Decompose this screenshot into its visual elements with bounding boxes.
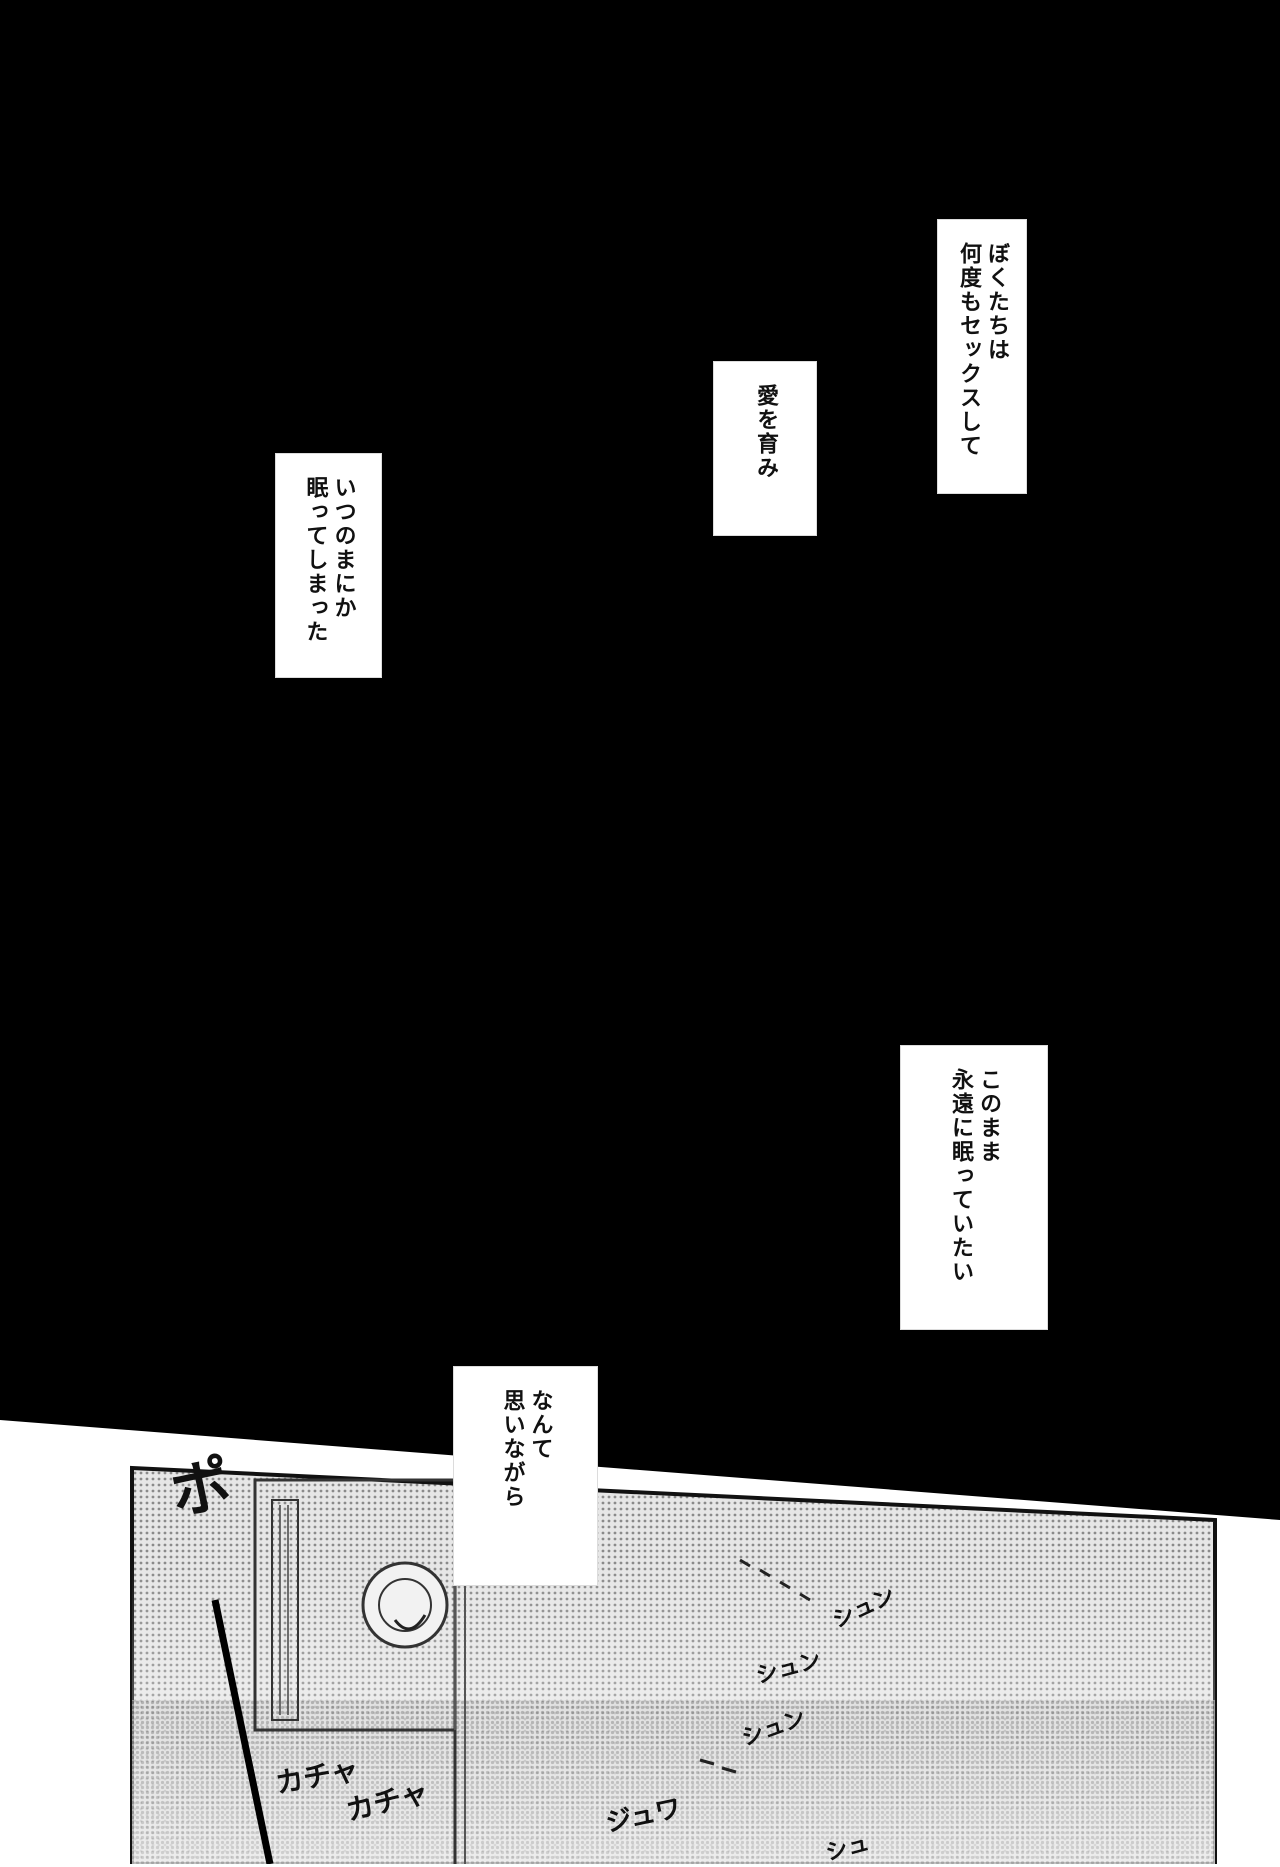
caption-line: 何度もセックスして bbox=[956, 242, 981, 458]
caption-line: ぼくたちは bbox=[984, 242, 1009, 362]
caption-line: このまま bbox=[976, 1068, 1001, 1164]
dark-panel bbox=[0, 0, 1280, 1520]
caption-box-2: 愛を育み bbox=[713, 361, 817, 536]
caption-line: 永遠に眠っていたい bbox=[948, 1068, 973, 1284]
caption-box-5: なんて 思いながら bbox=[453, 1366, 598, 1586]
caption-line: 思いながら bbox=[499, 1389, 525, 1509]
caption-box-1: ぼくたちは 何度もセックスして bbox=[937, 219, 1027, 494]
caption-line: 愛を育み bbox=[753, 384, 778, 480]
caption-box-3: いつのまにか 眠ってしまった bbox=[275, 453, 382, 678]
caption-line: なんて bbox=[527, 1389, 553, 1461]
caption-line: 眠ってしまった bbox=[302, 476, 328, 644]
caption-box-4: このまま 永遠に眠っていたい bbox=[900, 1045, 1048, 1330]
caption-line: いつのまにか bbox=[330, 476, 356, 620]
lower-panel bbox=[130, 1465, 1217, 1864]
